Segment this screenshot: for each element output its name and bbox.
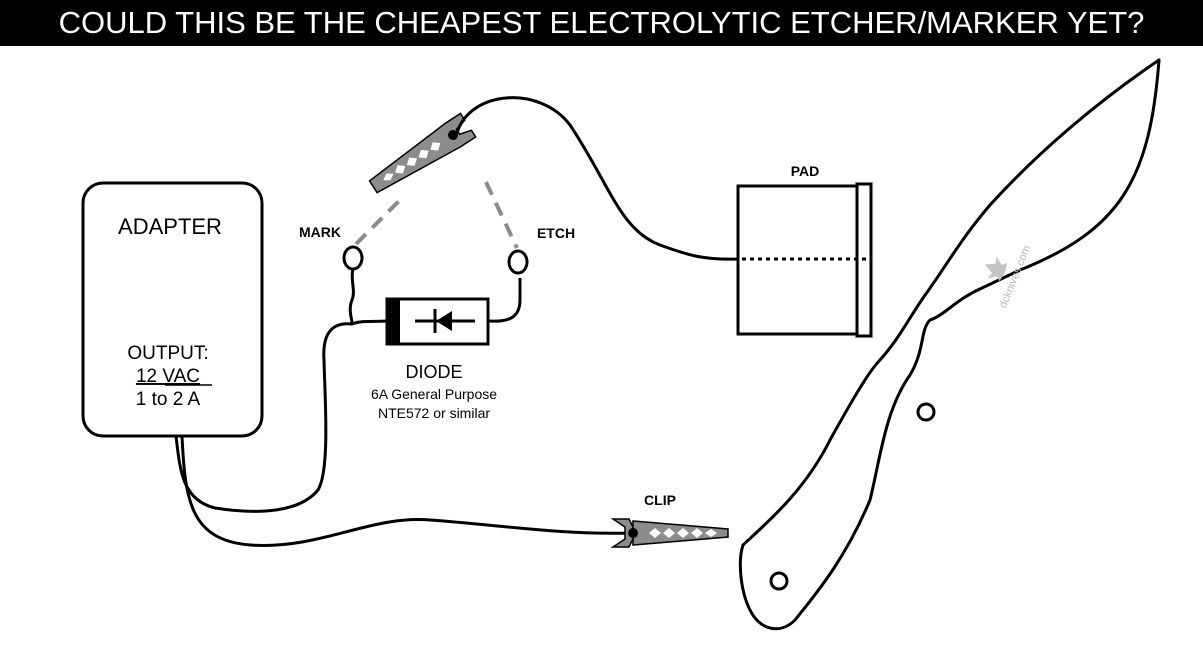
cable-to-pad — [455, 96, 739, 261]
title-bar: COULD THIS BE THE CHEAPEST ELECTROLYTIC … — [0, 0, 1203, 46]
mark-terminal — [342, 245, 364, 325]
adapter-cables — [174, 322, 634, 547]
diode-band — [387, 299, 400, 344]
knife-hole-upper — [916, 402, 936, 422]
adapter-output-label: OUTPUT: — [127, 343, 208, 364]
cable-to-mark — [174, 322, 354, 513]
mark-label: MARK — [299, 224, 341, 240]
cable-to-clip — [180, 434, 634, 547]
adapter-voltage: 12 VAC — [136, 366, 200, 387]
maple-leaf-icon — [984, 256, 1007, 282]
connection-options — [354, 181, 519, 249]
etch-label: ETCH — [537, 225, 575, 241]
clip-label: CLIP — [644, 492, 676, 508]
top-alligator-clip — [368, 112, 477, 194]
bottom-alligator-clip — [610, 518, 729, 548]
page-title: COULD THIS BE THE CHEAPEST ELECTROLYTIC … — [58, 5, 1145, 40]
diode-spec-line1: 6A General Purpose — [371, 386, 497, 402]
adapter-current: 1 to 2 A — [136, 389, 201, 410]
diode — [351, 278, 522, 346]
diode-label: DIODE — [405, 362, 462, 382]
knife-blade — [738, 58, 1161, 631]
knife-hole-lower — [769, 571, 789, 591]
etch-terminal — [507, 249, 529, 275]
diode-arrow-icon — [436, 311, 452, 331]
adapter-box — [81, 181, 264, 438]
pad — [736, 182, 873, 338]
diode-spec-line2: NTE572 or similar — [378, 405, 490, 421]
pad-label: PAD — [791, 163, 820, 179]
adapter-label: ADAPTER — [118, 214, 222, 239]
